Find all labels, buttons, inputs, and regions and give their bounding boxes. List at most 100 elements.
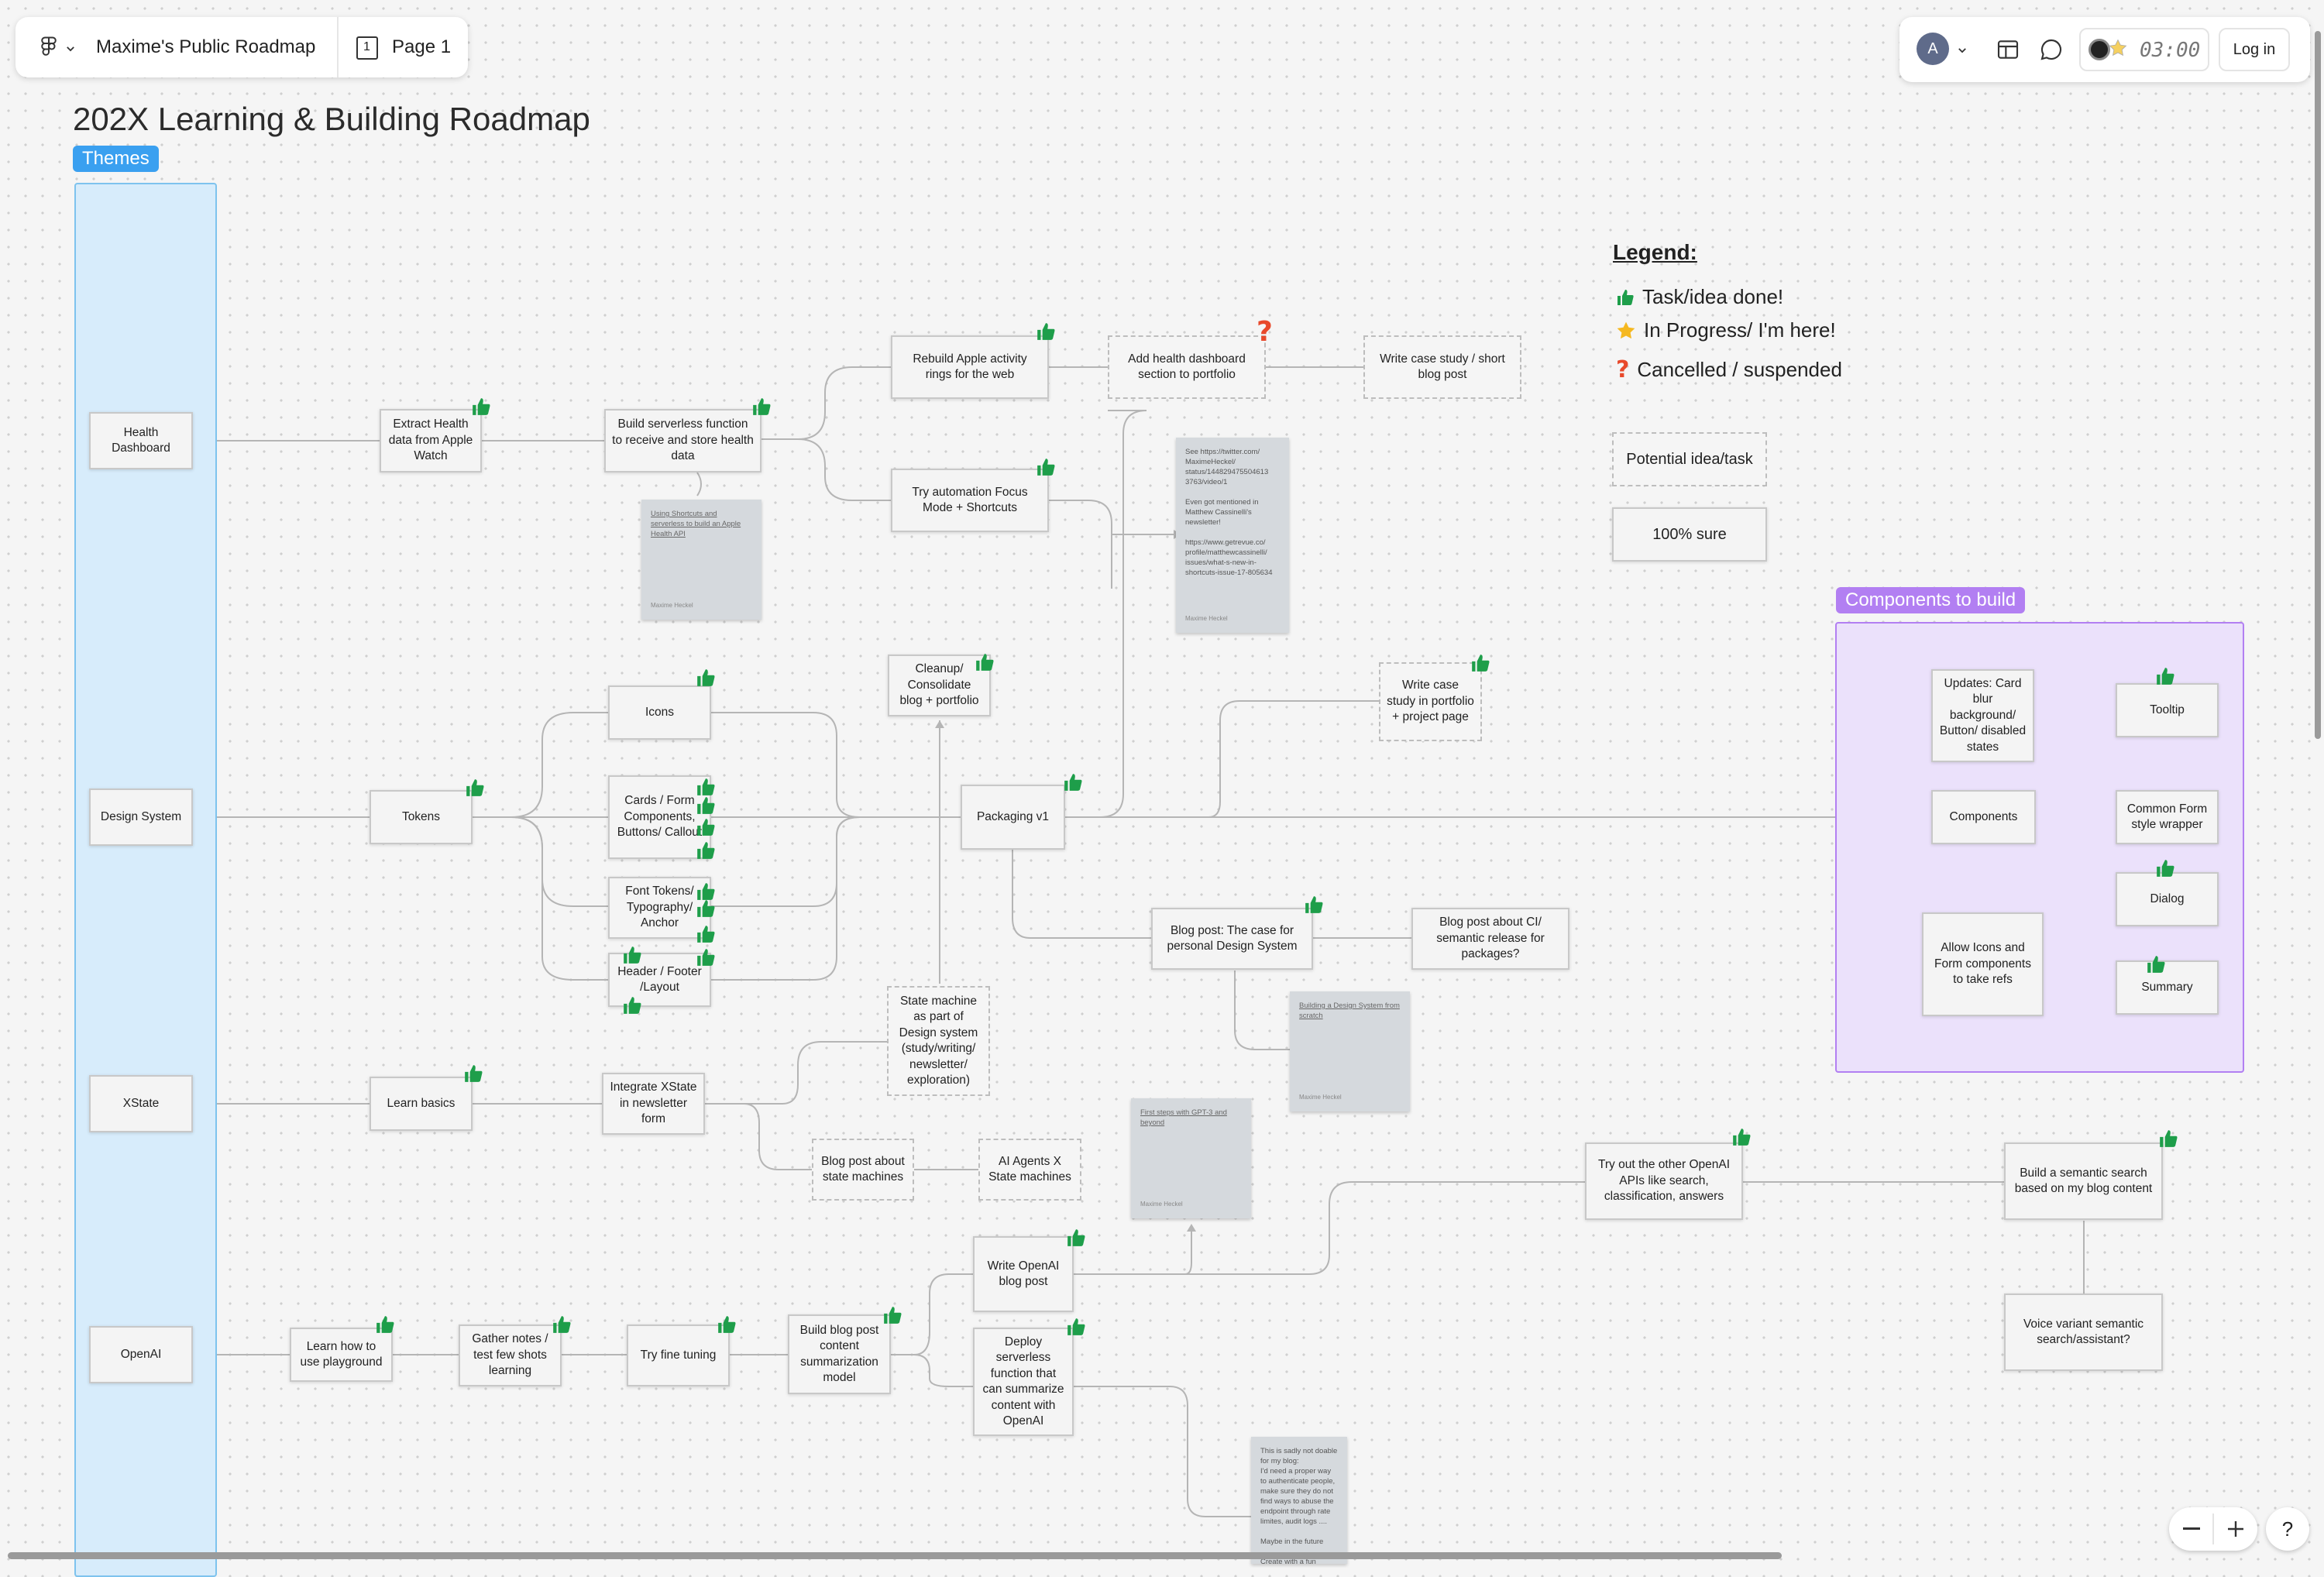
node-updates-card[interactable]: Updates: Card blur background/ Button/ d…	[1931, 669, 2034, 762]
thumbs-up-icon	[1037, 459, 1055, 476]
thumbs-up-icon	[697, 949, 715, 966]
figma-menu-icon[interactable]	[37, 36, 60, 59]
legend-in-progress-label: In Progress/ I'm here!	[1644, 318, 1836, 342]
zoom-out-button[interactable]	[2183, 1527, 2200, 1530]
node-fine-tuning[interactable]: Try fine tuning	[627, 1324, 730, 1386]
thumbs-up-icon	[718, 1316, 736, 1333]
node-deploy-serverless[interactable]: Deploy serverless function that can summ…	[973, 1328, 1074, 1436]
node-extract-health[interactable]: Extract Health data from Apple Watch	[380, 409, 482, 472]
node-learn-basics[interactable]: Learn basics	[370, 1077, 473, 1131]
node-learn-playground[interactable]: Learn how to use playground	[290, 1328, 393, 1382]
zoom-divider	[2212, 1513, 2214, 1544]
sticky-gpt3[interactable]: First steps with GPT-3 and beyond Maxime…	[1131, 1098, 1251, 1218]
sticky-twitter-author: Maxime Heckel	[1185, 615, 1228, 622]
thumbs-up-icon	[624, 947, 641, 964]
node-components[interactable]: Components	[1931, 790, 2036, 844]
thumbs-up-icon	[1733, 1129, 1751, 1146]
node-tooltip[interactable]: Tooltip	[2116, 683, 2219, 737]
thumbs-up-icon	[376, 1316, 394, 1333]
sticky-sadly[interactable]: This is sadly not doable for my blog: I'…	[1251, 1437, 1347, 1564]
node-write-case-study-short[interactable]: Write case study / short blog post	[1363, 335, 1521, 399]
node-serverless-health[interactable]: Build serverless function to receive and…	[604, 409, 761, 472]
node-blog-case-ds[interactable]: Blog post: The case for personal Design …	[1151, 908, 1313, 970]
node-icons[interactable]: Icons	[608, 685, 711, 740]
thumbs-up-icon	[1067, 1318, 1085, 1335]
sticky-shortcuts-author: Maxime Heckel	[651, 602, 693, 609]
thumbs-up-icon	[624, 997, 641, 1014]
node-tokens[interactable]: Tokens	[370, 790, 473, 844]
thumbs-up-icon	[697, 842, 715, 859]
legend-potential[interactable]: Potential idea/task	[1612, 432, 1767, 486]
node-summary[interactable]: Summary	[2116, 960, 2219, 1015]
node-cards-form[interactable]: Cards / Form Components, Buttons/ Callou…	[608, 775, 711, 859]
legend-sure[interactable]: 100% sure	[1612, 507, 1767, 562]
thumbs-up-icon	[2157, 860, 2174, 877]
question-mark-icon: ?	[1257, 316, 1273, 348]
node-state-machine-ds[interactable]: State machine as part of Design system (…	[887, 986, 990, 1096]
login-button[interactable]: Log in	[2219, 28, 2290, 71]
zoom-in-button[interactable]	[2226, 1520, 2245, 1538]
theme-design-system[interactable]: Design System	[89, 788, 193, 846]
thumbs-up-icon	[1472, 655, 1490, 672]
legend-in-progress: In Progress/ I'm here!	[1616, 318, 1836, 342]
timer-widget[interactable]: 03:00	[2079, 28, 2209, 71]
node-write-openai-post[interactable]: Write OpenAI blog post	[973, 1236, 1074, 1312]
node-dialog[interactable]: Dialog	[2116, 872, 2219, 926]
sticky-shortcuts-title: Using Shortcuts and serverless to build …	[651, 510, 741, 538]
thumbs-up-icon	[697, 778, 715, 795]
page-name[interactable]: Page 1	[392, 36, 452, 57]
file-name[interactable]: Maxime's Public Roadmap	[96, 36, 316, 57]
page-icon: 1	[356, 36, 378, 60]
thumbs-up-icon	[2160, 1130, 2178, 1147]
comment-icon[interactable]	[2039, 37, 2064, 62]
node-write-case-study-portfolio[interactable]: Write case study in portfolio + project …	[1379, 662, 1482, 741]
node-blog-state-machines[interactable]: Blog post about state machines	[812, 1139, 914, 1201]
node-gather-notes[interactable]: Gather notes / test few shots learning	[459, 1324, 562, 1386]
theme-xstate[interactable]: XState	[89, 1075, 193, 1132]
sticky-shortcuts[interactable]: Using Shortcuts and serverless to build …	[641, 500, 761, 620]
legend-done: Task/idea done!	[1616, 285, 1783, 309]
node-voice-variant[interactable]: Voice variant semantic search/assistant?	[2004, 1294, 2163, 1371]
avatar[interactable]: A	[1917, 33, 1949, 65]
node-try-openai-apis[interactable]: Try out the other OpenAI APIs like searc…	[1585, 1142, 1743, 1220]
node-common-form[interactable]: Common Form style wrapper	[2116, 790, 2219, 844]
legend-done-label: Task/idea done!	[1642, 285, 1784, 308]
components-label[interactable]: Components to build	[1836, 587, 2026, 613]
sticky-building-ds[interactable]: Building a Design System from scratch Ma…	[1290, 991, 1410, 1111]
node-add-health-dashboard[interactable]: Add health dashboard section to portfoli…	[1108, 335, 1266, 399]
node-integrate-xstate[interactable]: Integrate XState in newsletter form	[602, 1073, 705, 1135]
thumbs-up-icon	[697, 819, 715, 836]
theme-openai[interactable]: OpenAI	[89, 1326, 193, 1383]
sticky-twitter[interactable]: See https://twitter.com/ MaximeHeckel/ s…	[1176, 438, 1289, 633]
thumbs-up-icon	[465, 1065, 483, 1082]
node-ai-agents[interactable]: AI Agents X State machines	[978, 1139, 1081, 1201]
node-blog-ci[interactable]: Blog post about CI/ semantic release for…	[1411, 908, 1569, 970]
thumbs-up-icon	[697, 900, 715, 917]
node-packaging[interactable]: Packaging v1	[961, 785, 1065, 850]
node-blog-summarization[interactable]: Build blog post content summarization mo…	[788, 1314, 891, 1394]
layout-icon[interactable]	[1996, 37, 2020, 62]
node-semantic-search[interactable]: Build a semantic search based on my blog…	[2004, 1142, 2163, 1220]
music-disc-icon	[2089, 39, 2110, 60]
node-cleanup[interactable]: Cleanup/ Consolidate blog + portfolio	[888, 655, 991, 716]
horizontal-scrollbar[interactable]	[8, 1552, 1782, 1559]
theme-health-dashboard[interactable]: Health Dashboard	[89, 412, 193, 469]
node-font-tokens[interactable]: Font Tokens/ Typography/ Anchor	[608, 877, 711, 939]
vertical-scrollbar[interactable]	[2315, 31, 2321, 739]
page-number: 1	[363, 40, 370, 53]
zoom-controls	[2169, 1507, 2257, 1551]
thumbs-up-icon	[697, 797, 715, 814]
themes-label[interactable]: Themes	[73, 146, 159, 172]
thumbs-up-icon	[1305, 896, 1323, 913]
chevron-down-icon[interactable]	[1957, 45, 1968, 56]
legend-cancelled-label: Cancelled / suspended	[1637, 358, 1842, 381]
sticky-building-ds-title: Building a Design System from scratch	[1299, 1002, 1400, 1020]
chevron-down-icon[interactable]	[65, 43, 76, 54]
help-button[interactable]: ?	[2266, 1507, 2309, 1551]
node-rebuild-rings[interactable]: Rebuild Apple activity rings for the web	[891, 335, 1049, 399]
thumbs-up-icon	[466, 779, 484, 796]
thumbs-up-icon	[753, 398, 771, 415]
node-allow-icons[interactable]: Allow Icons and Form components to take …	[1922, 912, 2044, 1016]
node-try-automation[interactable]: Try automation Focus Mode + Shortcuts	[891, 469, 1049, 532]
